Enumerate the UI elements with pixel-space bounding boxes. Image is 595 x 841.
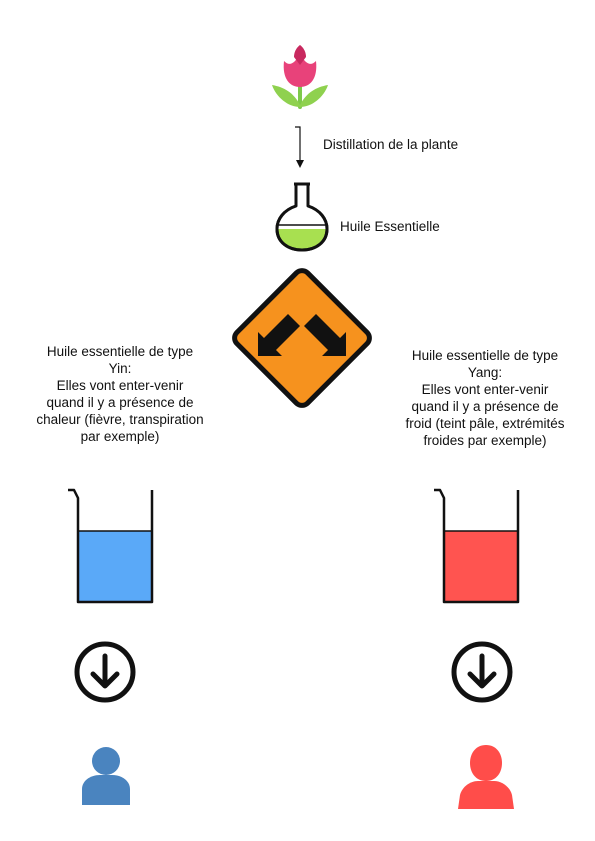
yin-line-2: Yin: [108, 361, 132, 376]
yin-line-4: quand il y a présence de [46, 395, 194, 410]
yang-liquid [444, 531, 518, 602]
flow-arrow [292, 126, 312, 170]
yin-line-6: par exemple) [80, 429, 160, 444]
yin-line-5: chaleur (fièvre, transpiration [36, 412, 204, 427]
yang-line-1: Huile essentielle de type [411, 348, 559, 363]
yang-line-4: quand il y a présence de [411, 399, 559, 414]
tulip-icon [270, 45, 330, 111]
yang-person-icon [456, 743, 516, 809]
yang-line-2: Yang: [467, 365, 503, 380]
yin-beaker-icon [66, 486, 160, 606]
yin-arrow-down-circle-icon [73, 640, 137, 704]
yang-line-6: froides par exemple) [423, 433, 547, 448]
yin-description: Huile essentielle de type Yin: Elles von… [20, 343, 220, 445]
yin-liquid [78, 531, 152, 602]
yang-description: Huile essentielle de type Yang: Elles vo… [385, 347, 585, 449]
yang-line-3: Elles vont enter-venir [421, 382, 549, 397]
essential-oil-label: Huile Essentielle [340, 219, 440, 234]
yin-line-3: Elles vont enter-venir [56, 378, 184, 393]
distillation-label: Distillation de la plante [323, 137, 459, 152]
yang-beaker-icon [432, 486, 526, 606]
yang-arrow-down-circle-icon [450, 640, 514, 704]
yin-line-1: Huile essentielle de type [46, 344, 194, 359]
yang-line-5: froid (teint pâle, extrémités [405, 416, 565, 431]
flask-icon [274, 182, 330, 252]
yin-person-icon [80, 745, 132, 805]
diverge-sign-icon [226, 262, 378, 414]
